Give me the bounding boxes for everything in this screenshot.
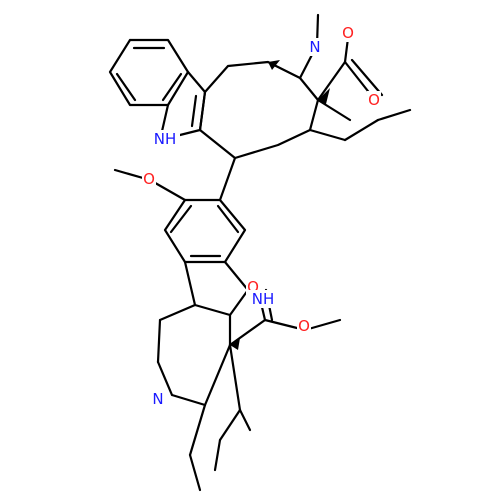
svg-text:O: O (143, 170, 155, 188)
stereo-wedges (230, 60, 330, 350)
svg-text:NH: NH (154, 130, 177, 148)
svg-text:O: O (342, 24, 354, 42)
bond-lines (108, 13, 412, 492)
svg-text:O: O (247, 278, 259, 296)
atom-n-bottom: N (150, 390, 166, 408)
atom-o-lower-ester: O (297, 317, 311, 335)
atom-n-top: N (307, 38, 323, 56)
svg-text:N: N (152, 390, 163, 408)
atom-o-mid-methoxy: O (142, 170, 156, 188)
svg-text:N: N (309, 38, 320, 56)
atom-nh-lower-indole: NH (248, 290, 278, 308)
svg-text:O: O (368, 91, 380, 109)
atom-nh-top-indole: NH (150, 130, 180, 148)
atom-o-top-methoxy: O (341, 24, 355, 42)
svg-text:O: O (298, 317, 310, 335)
svg-text:NH: NH (252, 290, 275, 308)
atom-o-top-carbonyl: O (367, 91, 381, 109)
